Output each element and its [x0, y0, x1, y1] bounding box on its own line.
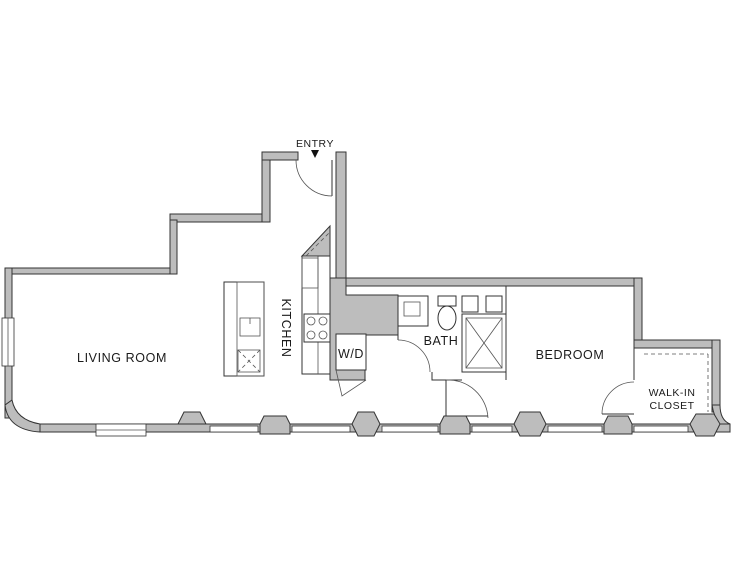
bath-fixtures [397, 286, 507, 419]
cooktop-icon [303, 313, 331, 343]
entry-door [295, 150, 333, 197]
vanity-sink-icon [403, 301, 421, 317]
kitchen-label: KITCHEN [279, 298, 293, 357]
walk-in-closet-label-line2: CLOSET [649, 400, 694, 412]
bath-label: BATH [424, 334, 459, 348]
entry-arrow-icon [311, 150, 319, 158]
bedroom-label: BEDROOM [536, 348, 605, 362]
kitchen-fixtures [223, 224, 331, 377]
washer-dryer-label: W/D [338, 347, 364, 361]
toilet-icon [437, 295, 457, 331]
washer-dryer [335, 333, 367, 397]
windows [1, 317, 689, 437]
living-room-label: LIVING ROOM [77, 351, 167, 365]
shower-icon [461, 313, 507, 373]
dishwasher-icon [237, 349, 261, 373]
exterior-walls [4, 151, 731, 433]
walk-in-closet-label-line1: WALK-IN [649, 387, 696, 399]
closet-door [601, 345, 709, 415]
entry-label: ENTRY [296, 138, 334, 150]
window-bays [177, 411, 721, 437]
